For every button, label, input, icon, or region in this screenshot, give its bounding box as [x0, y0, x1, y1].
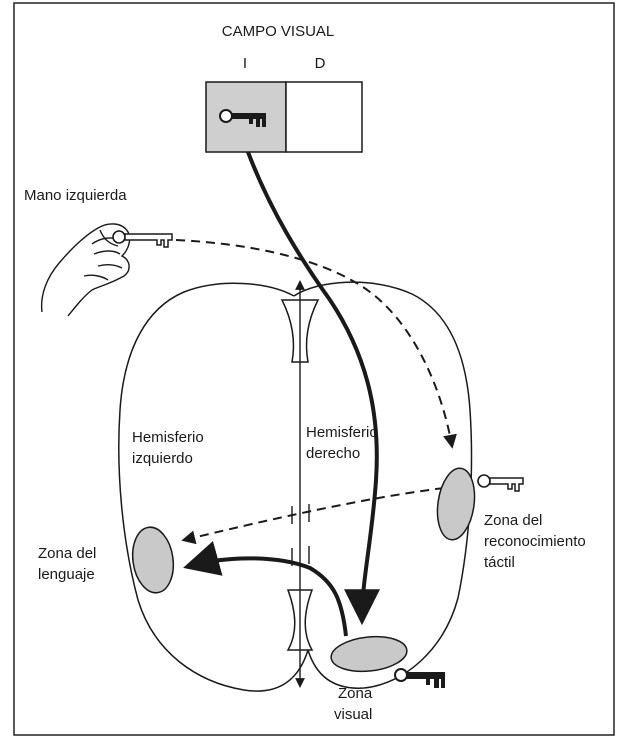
visual-field-left-label: I [243, 55, 247, 72]
language-zone-label-line2: lenguaje [38, 566, 95, 583]
right-hemisphere-label-line1: Hemisferio [306, 424, 378, 441]
visual-field-right-half [286, 82, 362, 152]
tactile-pathway-arrow [176, 240, 452, 446]
visual-zone [329, 633, 408, 675]
key-icon [478, 475, 523, 491]
visual-pathway-arrow [248, 152, 377, 618]
tactile-to-language-arrow [184, 488, 444, 540]
visual-field-right-label: D [315, 55, 326, 72]
visual-field-title: CAMPO VISUAL [222, 23, 335, 40]
visual-to-language-arrow [190, 558, 346, 636]
key-icon [395, 669, 445, 688]
left-hand-label: Mano izquierda [24, 187, 127, 204]
visual-zone-label-line1: Zona [338, 685, 373, 702]
left-hemisphere-outline [119, 283, 308, 691]
left-hemisphere-label-line1: Hemisferio [132, 429, 204, 446]
tactile-zone-label-line3: táctil [484, 554, 515, 571]
left-hemisphere-label-line2: izquierdo [132, 450, 193, 467]
right-hemisphere-label-line2: derecho [306, 445, 360, 462]
tactile-zone-label-line1: Zona del [484, 512, 542, 529]
language-zone-label-line1: Zona del [38, 545, 96, 562]
visual-zone-label-line2: visual [334, 706, 372, 723]
tactile-zone-label-line2: reconocimiento [484, 533, 586, 550]
language-zone [129, 525, 178, 596]
